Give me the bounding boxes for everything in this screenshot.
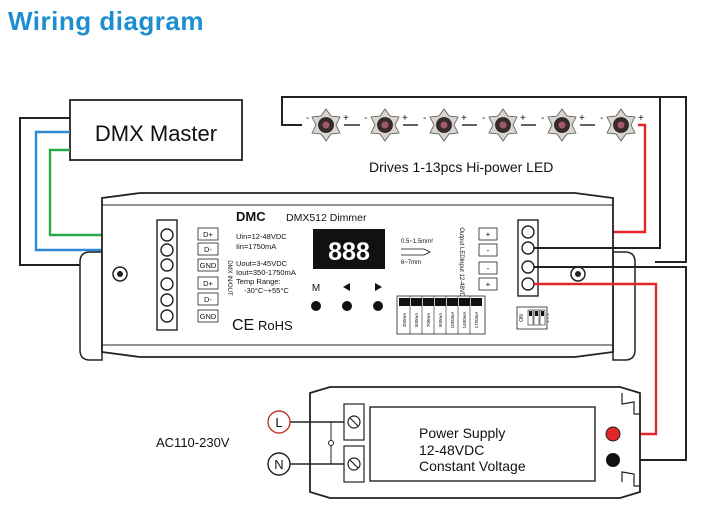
dmx-label-5: D- — [204, 295, 212, 304]
led-1 — [311, 108, 341, 142]
page-title: Wiring diagram — [8, 6, 205, 36]
right-arrow-icon — [375, 283, 382, 291]
current-label-6: 1400mA — [462, 312, 467, 329]
led-1-minus: - — [306, 113, 309, 124]
dmx-terminal-2 — [160, 243, 174, 257]
wire-strip-icon — [401, 248, 431, 256]
current-label-3: 700mA — [426, 313, 431, 327]
dimmer-brand: DMC — [236, 209, 266, 224]
led-2 — [370, 108, 400, 142]
display-digits: 888 — [328, 238, 370, 266]
current-label-4: 900mA — [438, 313, 443, 327]
current-label-1: 350mA — [402, 313, 407, 327]
led-3-plus: + — [461, 113, 467, 124]
neutral-marker — [267, 452, 291, 476]
ac-label: AC110-230V — [156, 435, 230, 450]
spec-uout: Uout=3-45VDC — [236, 259, 288, 268]
led-caption: Drives 1-13pcs Hi-power LED — [369, 159, 553, 175]
button-m[interactable] — [311, 301, 321, 311]
spec-iin: Iin=1750mA — [236, 242, 276, 251]
spec-iout: Iout=350-1750mA — [236, 268, 296, 277]
psu-line1: Power Supply — [419, 425, 505, 441]
led-4-minus: - — [482, 113, 485, 124]
dmx-terminal-3 — [160, 258, 174, 272]
psu-clip-top — [621, 393, 640, 415]
line-marker — [267, 410, 291, 434]
in-plus-label: + — [486, 280, 491, 289]
dmx-terminal-4 — [160, 277, 174, 291]
led-5-minus: - — [541, 113, 544, 124]
led-6-plus: + — [638, 113, 644, 124]
psu-line2: 12-48VDC — [419, 442, 484, 458]
led-5 — [547, 108, 577, 142]
dmx-label-3: GND — [200, 261, 217, 270]
rohs-mark: RoHS — [258, 318, 293, 333]
button-m-label: M — [312, 283, 320, 294]
led-3 — [429, 108, 459, 142]
dmx-terminal-6 — [160, 309, 174, 323]
in-minus-label: - — [487, 264, 490, 273]
spec-temp: -30°C~+55°C — [244, 286, 289, 295]
led-5-plus: + — [579, 113, 585, 124]
output-label: Output LED — [458, 227, 464, 259]
led-wire-minus — [281, 96, 687, 263]
current-table: 350mA 500mA 700mA 900mA 1050mA 1400mA 17… — [396, 295, 486, 335]
power-terminal-2 — [521, 241, 535, 255]
dmx-label-4: D+ — [203, 279, 213, 288]
spec-temp-label: Temp Range: — [236, 277, 281, 286]
dmx-master-box — [69, 99, 243, 161]
led-display — [313, 229, 385, 269]
current-label-5: 1050mA — [450, 312, 455, 329]
dimmer-right-ear — [612, 251, 636, 361]
button-left[interactable] — [342, 301, 352, 311]
neutral-label: N — [274, 457, 283, 472]
led-1-plus: + — [343, 113, 349, 124]
led-2-plus: + — [402, 113, 408, 124]
led-6 — [606, 108, 636, 142]
psu-label-panel — [369, 406, 596, 482]
ce-mark: CE — [232, 317, 254, 334]
output-minus-wire — [534, 97, 661, 249]
dmx-label-2: D- — [204, 245, 212, 254]
dimmer-left-ear — [79, 251, 103, 361]
led-4-plus: + — [520, 113, 526, 124]
psu-clip-bottom — [621, 471, 640, 487]
led-4 — [488, 108, 518, 142]
dmx-label-6: GND — [200, 312, 217, 321]
left-arrow-icon — [343, 283, 350, 291]
out-minus-label: - — [487, 246, 490, 255]
dmx-side-label: DMX IN/OUT — [226, 260, 232, 296]
power-terminal-4 — [521, 277, 535, 291]
dip-on-label: ON — [519, 314, 525, 322]
dmx-label-1: D+ — [203, 230, 213, 239]
power-terminal-block — [517, 219, 539, 297]
strip-length: 6~7mm — [401, 260, 421, 266]
dimmer-model: DMX512 Dimmer — [286, 212, 367, 224]
current-label-7: 1750mA — [474, 312, 479, 329]
power-terminal-1 — [521, 225, 535, 239]
dmx-terminal-1 — [160, 228, 174, 242]
psu-line3: Constant Voltage — [419, 458, 526, 474]
dmx-wire-d-minus — [34, 130, 160, 252]
input-label: Input 12-48VDC — [458, 258, 464, 302]
psu-wire-minus — [534, 266, 687, 461]
line-label: L — [275, 415, 282, 430]
current-label-2: 500mA — [414, 313, 419, 327]
psu-dc-minus — [606, 453, 620, 467]
spec-uin: Uin=12-48VDC — [236, 232, 287, 241]
dmx-master-label: DMX Master — [95, 121, 217, 146]
dmx-terminal-5 — [160, 293, 174, 307]
button-right[interactable] — [373, 301, 383, 311]
out-plus-label: + — [486, 230, 491, 239]
led-6-minus: - — [600, 113, 603, 124]
dip-numbers: 1 2 3 — [545, 313, 550, 323]
power-terminal-3 — [521, 260, 535, 274]
led-3-minus: - — [423, 113, 426, 124]
led-2-minus: - — [364, 113, 367, 124]
psu-dc-plus — [605, 426, 621, 442]
wire-spec: 0.5~1.5mm² — [401, 239, 433, 245]
